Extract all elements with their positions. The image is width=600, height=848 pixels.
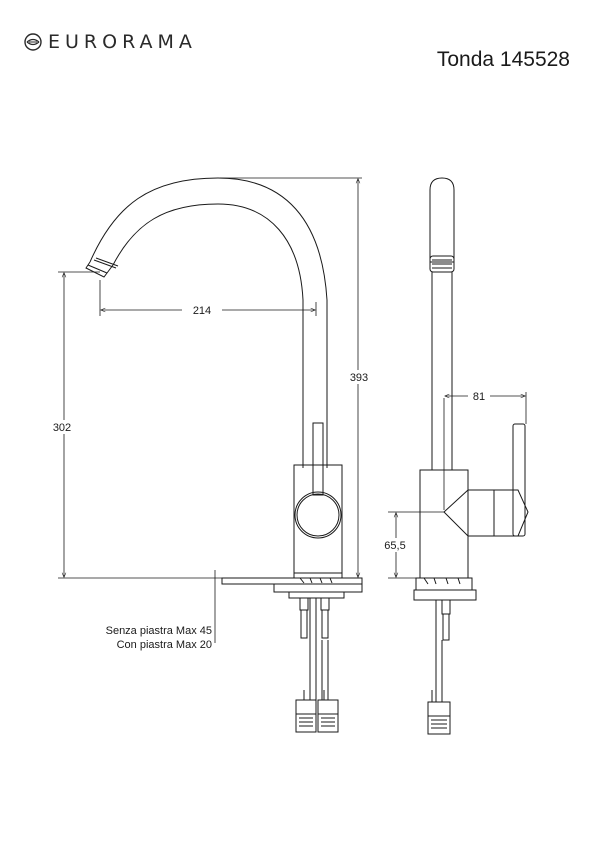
brand-logo: EURORAMA [24,30,197,54]
note-without-plate: Senza piastra Max 45 [106,625,212,637]
front-fitting-left [295,699,317,715]
side-column [431,272,453,470]
front-fitting-right [317,699,339,715]
note-with-plate: Con piastra Max 20 [117,639,212,651]
product-title: Tonda 145528 [436,48,570,71]
front-view [85,177,363,733]
dim-body-height: 65,5 [384,540,405,552]
side-lever [512,423,526,537]
eurorama-swirl-logo-icon [24,33,42,51]
side-spout [429,177,455,263]
front-lever-disc [294,491,342,539]
side-hose [435,600,443,702]
side-fitting [427,701,451,717]
dim-spout-height: 302 [53,422,71,434]
dim-spout-reach: 214 [193,305,211,317]
side-lever-block [443,489,529,537]
side-base [415,577,473,591]
side-aerator [429,255,455,273]
front-hose-left [309,598,317,700]
front-hose-right [321,640,329,700]
side-view [413,177,529,735]
dim-total-height: 393 [350,372,368,384]
front-lever [312,422,324,496]
brand-name: EURORAMA [48,31,197,53]
front-spout-inner [112,203,304,468]
front-rod-right [320,597,330,611]
front-body [293,464,343,579]
dim-lever-offset: 81 [473,391,485,403]
front-spout-outer [89,177,328,468]
front-rod-left [299,597,309,611]
front-base-plate [221,577,363,585]
side-rod [441,599,451,615]
